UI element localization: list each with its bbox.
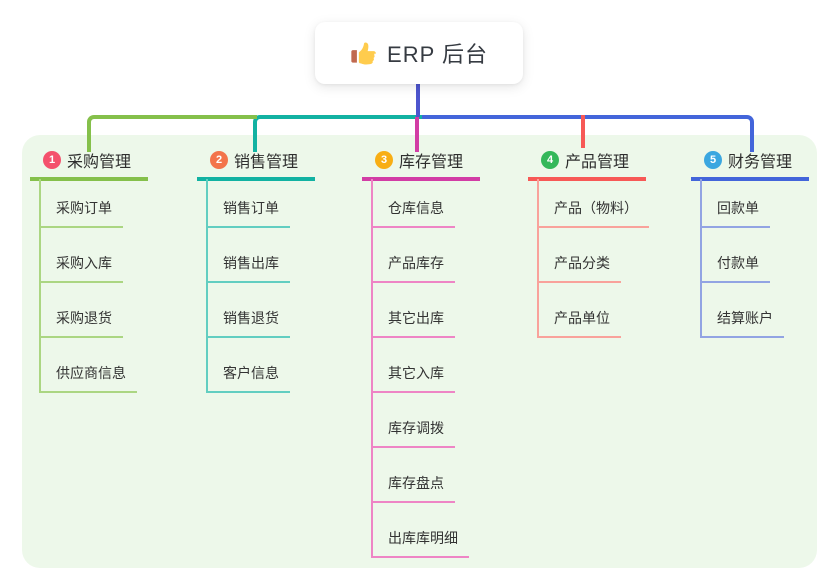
root-node[interactable]: ERP 后台 — [315, 22, 523, 84]
branch-trunk-line — [39, 179, 41, 393]
child-node[interactable]: 其它入库 — [371, 363, 455, 393]
child-node[interactable]: 销售退货 — [206, 308, 290, 338]
branch-number-badge: 3 — [375, 151, 393, 169]
branch-number-badge: 4 — [541, 151, 559, 169]
child-node[interactable]: 仓库信息 — [371, 198, 455, 228]
child-node[interactable]: 付款单 — [700, 253, 770, 283]
child-node[interactable]: 供应商信息 — [39, 363, 137, 393]
branch-node-5[interactable]: 5 财务管理 — [691, 148, 809, 181]
child-node[interactable]: 出库库明细 — [371, 528, 469, 558]
branch-1: 1 采购管理 采购订单采购入库采购退货供应商信息 — [30, 148, 200, 393]
child-node[interactable]: 销售订单 — [206, 198, 290, 228]
branches-panel — [22, 135, 817, 568]
branch-3: 3 库存管理 仓库信息产品库存其它出库其它入库库存调拨库存盘点出库库明细 — [362, 148, 532, 558]
branch-number-badge: 5 — [704, 151, 722, 169]
branch-4: 4 产品管理 产品（物料） 产品分类产品单位 — [528, 148, 698, 338]
branch-node-2[interactable]: 2 销售管理 — [197, 148, 315, 181]
child-node[interactable]: 库存调拨 — [371, 418, 455, 448]
root-connector-line — [416, 84, 420, 117]
branch-node-1[interactable]: 1 采购管理 — [30, 148, 148, 181]
child-node[interactable]: 产品分类 — [537, 253, 621, 283]
branch-label: 库存管理 — [399, 154, 464, 171]
branch-label: 采购管理 — [67, 154, 132, 171]
branch-number-badge: 2 — [210, 151, 228, 169]
child-node[interactable]: 采购入库 — [39, 253, 123, 283]
branch-trunk-line — [700, 179, 702, 338]
branch-trunk-line — [206, 179, 208, 393]
child-node[interactable]: 产品单位 — [537, 308, 621, 338]
branch-trunk-line — [537, 179, 539, 338]
child-node[interactable]: 结算账户 — [700, 308, 784, 338]
child-node[interactable]: 产品库存 — [371, 253, 455, 283]
branch-label: 销售管理 — [234, 154, 299, 171]
branch-trunk-line — [371, 179, 373, 558]
branch-label: 产品管理 — [565, 154, 630, 171]
branch-number-badge: 1 — [43, 151, 61, 169]
child-node[interactable]: 客户信息 — [206, 363, 290, 393]
child-node[interactable]: 采购退货 — [39, 308, 123, 338]
branch-label: 财务管理 — [728, 154, 793, 171]
child-node[interactable]: 销售出库 — [206, 253, 290, 283]
thumbs-up-icon — [350, 40, 377, 67]
root-node-label: ERP 后台 — [387, 42, 488, 67]
child-node[interactable]: 库存盘点 — [371, 473, 455, 503]
branch-node-3[interactable]: 3 库存管理 — [362, 148, 480, 181]
branch-5: 5 财务管理 回款单付款单结算账户 — [691, 148, 839, 338]
branch-node-4[interactable]: 4 产品管理 — [528, 148, 646, 181]
child-node[interactable]: 回款单 — [700, 198, 770, 228]
branch-2: 2 销售管理 销售订单销售出库销售退货客户信息 — [197, 148, 367, 393]
child-node[interactable]: 采购订单 — [39, 198, 123, 228]
child-node[interactable]: 产品（物料） — [537, 198, 649, 228]
child-node[interactable]: 其它出库 — [371, 308, 455, 338]
